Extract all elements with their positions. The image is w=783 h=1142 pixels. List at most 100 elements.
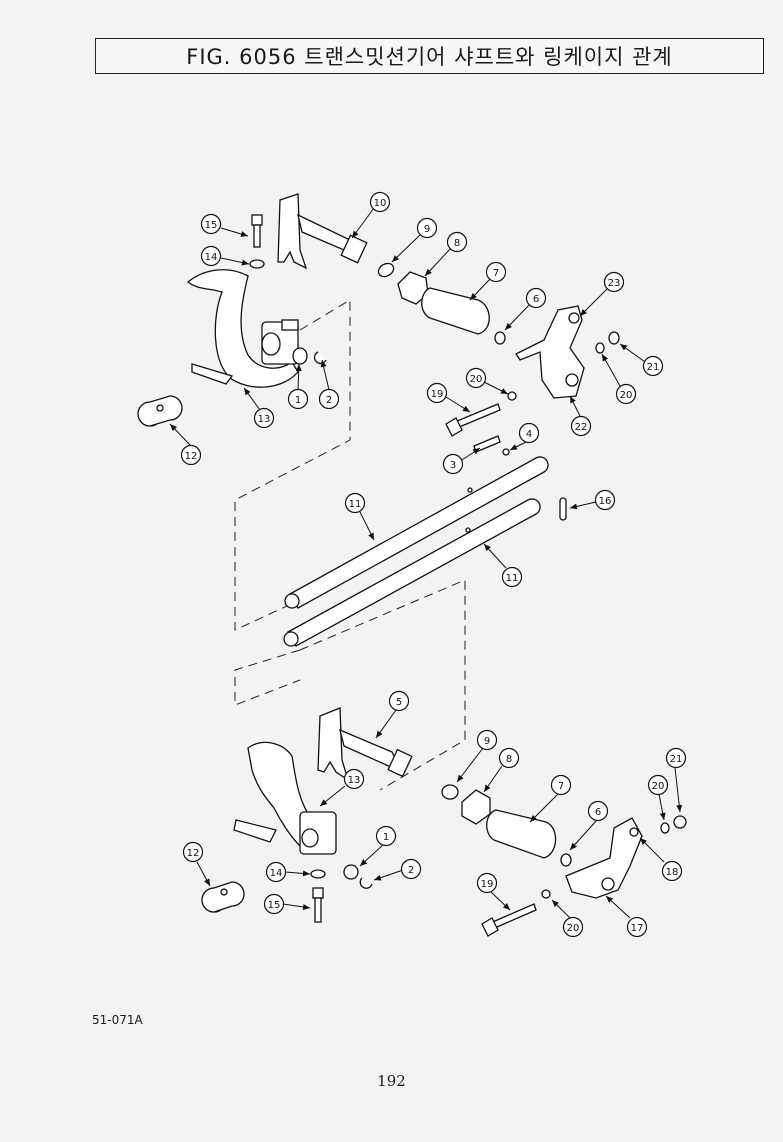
svg-text:11: 11 xyxy=(506,573,519,584)
svg-text:7: 7 xyxy=(558,781,564,792)
lower-bolt-and-nut xyxy=(310,869,326,923)
svg-text:2: 2 xyxy=(326,395,332,406)
shift-rails xyxy=(283,456,549,647)
upper-shift-lever xyxy=(277,193,368,270)
callout-20-upper-mid: 20 xyxy=(465,367,487,389)
svg-text:3: 3 xyxy=(450,460,456,471)
lower-shift-fork xyxy=(233,741,337,855)
svg-text:15: 15 xyxy=(268,900,281,911)
callout-2-upper: 2 xyxy=(318,388,340,410)
figure-code: 51-071A xyxy=(92,1013,143,1027)
svg-text:15: 15 xyxy=(205,220,218,231)
callout-20-lower-mid: 20 xyxy=(562,916,584,938)
svg-text:19: 19 xyxy=(431,389,444,400)
callout-13-upper: 13 xyxy=(253,407,275,429)
svg-text:13: 13 xyxy=(258,414,271,425)
spring-and-ball xyxy=(473,435,510,456)
svg-text:23: 23 xyxy=(608,278,621,289)
svg-text:14: 14 xyxy=(270,868,283,879)
svg-text:7: 7 xyxy=(493,268,499,279)
callout-17-lower: 17 xyxy=(626,916,648,938)
callout-11-right: 11 xyxy=(501,566,523,588)
callout-11-left: 11 xyxy=(344,492,366,514)
svg-text:21: 21 xyxy=(647,362,660,373)
svg-text:11: 11 xyxy=(349,499,362,510)
svg-text:17: 17 xyxy=(631,923,644,934)
callout-20-upper-right: 20 xyxy=(615,383,637,405)
lower-shift-lever xyxy=(317,707,413,782)
callout-6-lower: 6 xyxy=(587,800,609,822)
svg-text:10: 10 xyxy=(374,198,387,209)
svg-text:12: 12 xyxy=(185,451,198,462)
callout-1-upper: 1 xyxy=(287,388,309,410)
roll-pin xyxy=(559,497,567,521)
upper-bushing xyxy=(137,395,183,427)
svg-text:9: 9 xyxy=(424,224,430,235)
svg-text:2: 2 xyxy=(408,865,414,876)
callout-8-upper: 8 xyxy=(446,231,468,253)
callout-12-upper: 12 xyxy=(180,444,202,466)
svg-text:4: 4 xyxy=(526,429,532,440)
callout-8-lower: 8 xyxy=(498,747,520,769)
lower-pin-and-clip xyxy=(343,864,373,889)
callout-13-lower: 13 xyxy=(343,768,365,790)
svg-text:14: 14 xyxy=(205,252,218,263)
callout-1-lower: 1 xyxy=(375,825,397,847)
callout-19-lower: 19 xyxy=(476,872,498,894)
svg-text:1: 1 xyxy=(383,832,389,843)
svg-text:6: 6 xyxy=(533,294,539,305)
callout-7-lower: 7 xyxy=(550,774,572,796)
leader-lines xyxy=(169,207,683,919)
callout-7-upper: 7 xyxy=(485,261,507,283)
lower-bushing xyxy=(201,881,245,913)
svg-text:5: 5 xyxy=(396,697,402,708)
callout-18-lower: 18 xyxy=(661,860,683,882)
assembly-dashed-lines xyxy=(234,299,466,791)
svg-text:16: 16 xyxy=(599,496,612,507)
figure-title-box: FIG. 6056 트랜스밋션기어 샤프트와 링케이지 관계 xyxy=(95,38,764,74)
lower-bracket-assembly xyxy=(565,815,687,899)
callout-3-upper: 3 xyxy=(442,453,464,475)
svg-text:20: 20 xyxy=(567,923,580,934)
svg-text:12: 12 xyxy=(187,848,200,859)
callout-9-upper: 9 xyxy=(416,217,438,239)
callout-9-lower: 9 xyxy=(476,729,498,751)
callout-15-lower: 15 xyxy=(263,893,285,915)
callout-12-lower: 12 xyxy=(182,841,204,863)
lower-ring-nut-sleeve xyxy=(441,784,572,867)
callout-5-lower: 5 xyxy=(388,690,410,712)
callout-20-lower-right: 20 xyxy=(647,774,669,796)
page-number: 192 xyxy=(377,1072,406,1090)
callout-21-upper: 21 xyxy=(642,355,664,377)
upper-long-bolt xyxy=(445,391,517,437)
svg-text:19: 19 xyxy=(481,879,494,890)
callout-22-upper: 22 xyxy=(570,415,592,437)
svg-text:18: 18 xyxy=(666,867,679,878)
svg-text:6: 6 xyxy=(595,807,601,818)
callout-14-lower: 14 xyxy=(265,861,287,883)
lower-long-bolt xyxy=(481,889,551,937)
svg-text:21: 21 xyxy=(670,754,683,765)
callout-15-upper: 15 xyxy=(200,213,222,235)
svg-text:8: 8 xyxy=(506,754,512,765)
figure-title: FIG. 6056 트랜스밋션기어 샤프트와 링케이지 관계 xyxy=(186,45,673,69)
callout-19-upper: 19 xyxy=(426,382,448,404)
callout-14-upper: 14 xyxy=(200,245,222,267)
upper-bracket-assembly xyxy=(515,305,620,399)
svg-text:20: 20 xyxy=(470,374,483,385)
svg-text:8: 8 xyxy=(454,238,460,249)
callout-6-upper: 6 xyxy=(525,287,547,309)
callout-10-upper: 10 xyxy=(369,191,391,213)
upper-ring-nut-sleeve xyxy=(377,262,506,345)
svg-text:20: 20 xyxy=(652,781,665,792)
callout-21-lower: 21 xyxy=(665,747,687,769)
upper-pin-and-clip xyxy=(292,347,327,365)
svg-text:9: 9 xyxy=(484,736,490,747)
callout-23-upper: 23 xyxy=(603,271,625,293)
upper-shift-fork xyxy=(186,269,299,388)
callout-2-lower: 2 xyxy=(400,858,422,880)
svg-text:20: 20 xyxy=(620,390,633,401)
svg-text:13: 13 xyxy=(348,775,361,786)
upper-bolt-and-nut xyxy=(249,214,265,269)
